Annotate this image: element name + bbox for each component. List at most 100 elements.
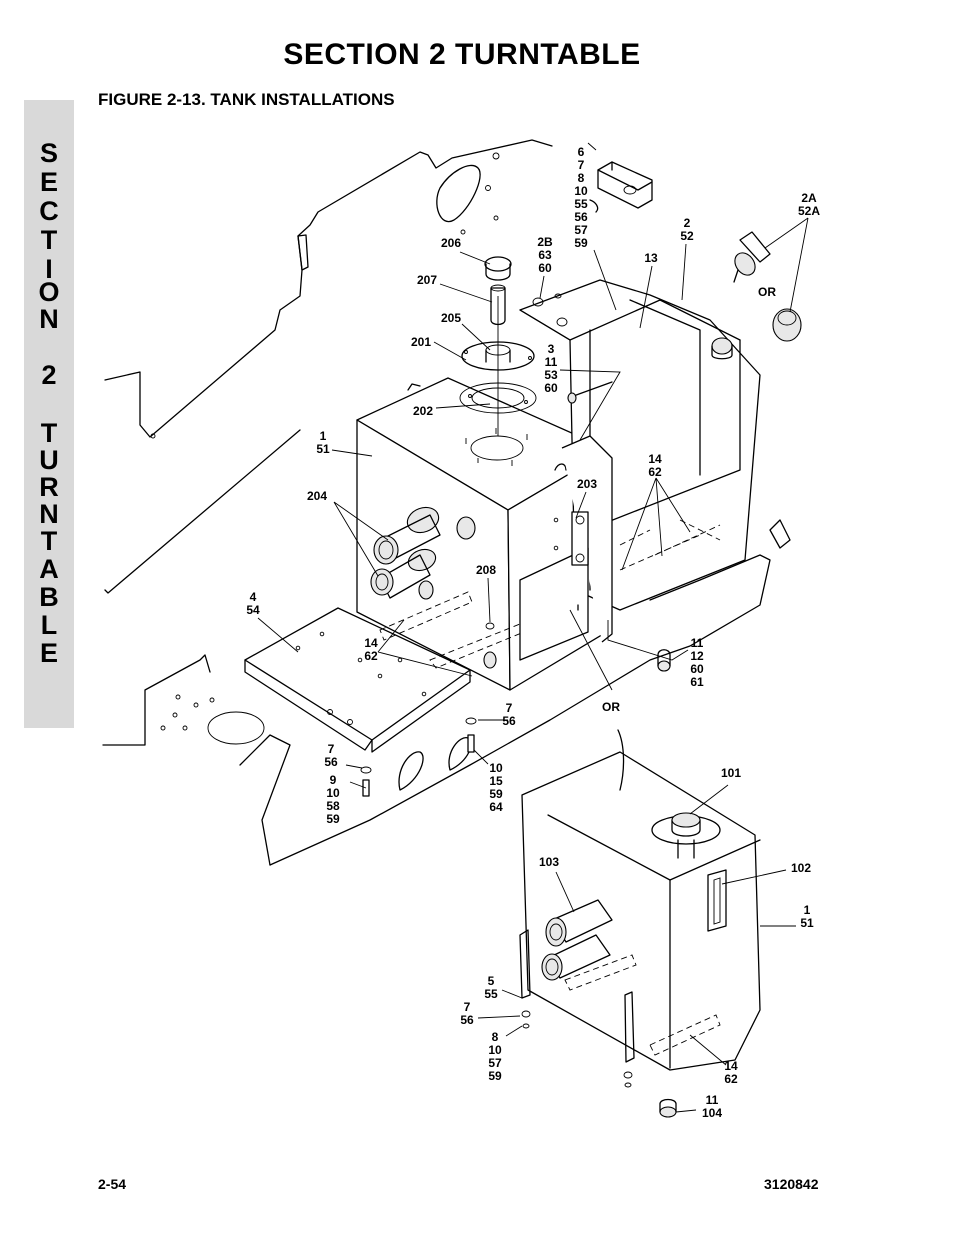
- document-number: 3120842: [764, 1176, 819, 1192]
- callout-7-56-left: 7 56: [318, 743, 344, 769]
- callout-text: 1: [319, 429, 327, 443]
- callout-text: 205: [440, 311, 462, 325]
- callout-text: 1: [803, 903, 811, 917]
- callout-text: 12: [690, 649, 704, 663]
- side-tab-letter: E: [39, 167, 58, 197]
- callout-text: 14: [364, 636, 378, 650]
- callout-text: 60: [690, 662, 704, 676]
- callout-text: 52A: [797, 204, 820, 218]
- callout-1-51-bottom: 1 51: [794, 904, 820, 930]
- side-tab-letter: L: [40, 610, 58, 640]
- callout-203: 203: [572, 478, 602, 491]
- callout-201: 201: [406, 336, 436, 349]
- callout-text: 13: [644, 251, 658, 265]
- callout-leader-lines: [257, 217, 809, 1113]
- callout-text: 7: [463, 1000, 471, 1014]
- callout-text: 11: [690, 636, 704, 650]
- callout-2a-52a: 2A 52A: [792, 192, 826, 218]
- callout-14-62-right: 14 62: [642, 453, 668, 479]
- turntable-side-plate: [104, 139, 597, 594]
- hardware-fittings: [360, 381, 677, 1118]
- callout-text: 62: [724, 1072, 738, 1086]
- side-tab-letter: N: [39, 304, 59, 334]
- section-side-tab: S E C T I O N 2 T U R N T A B L E: [24, 100, 74, 728]
- callout-or-tank: OR: [596, 701, 626, 714]
- callout-text: 204: [306, 489, 328, 503]
- callout-6-59: 6 7 8 10 55 56 57 59: [568, 146, 594, 250]
- callout-text: 3: [547, 342, 555, 356]
- callout-text: 208: [475, 563, 497, 577]
- callout-11-104: 11 104: [696, 1094, 728, 1120]
- callout-text: 59: [326, 812, 340, 826]
- callout-text: 7: [505, 701, 513, 715]
- callout-text: 56: [324, 755, 338, 769]
- callout-206: 206: [436, 237, 466, 250]
- callout-text: 201: [410, 335, 432, 349]
- alternate-hydraulic-tank: [519, 729, 761, 1071]
- callout-text: 202: [412, 404, 434, 418]
- callout-14-62-bottom: 14 62: [718, 1060, 744, 1086]
- callout-or-cap: OR: [752, 286, 782, 299]
- callout-text: 7: [577, 158, 585, 172]
- callout-text: 64: [489, 800, 503, 814]
- callout-text: 60: [544, 381, 558, 395]
- callout-text: OR: [758, 285, 776, 299]
- callout-text: 54: [246, 603, 260, 617]
- callout-text: 56: [460, 1013, 474, 1027]
- callout-text: 104: [701, 1106, 723, 1120]
- callout-text: 14: [648, 452, 662, 466]
- callout-text: 11: [705, 1093, 719, 1107]
- tank-strap-bracket: [589, 161, 653, 213]
- callout-7-56-mid: 7 56: [496, 702, 522, 728]
- callout-207: 207: [412, 274, 442, 287]
- callout-208: 208: [471, 564, 501, 577]
- callout-text: 2: [683, 216, 691, 230]
- callout-text: 101: [720, 766, 742, 780]
- callout-202: 202: [408, 405, 438, 418]
- callout-text: 5: [487, 974, 495, 988]
- callout-2-52: 2 52: [674, 217, 700, 243]
- callout-1-51-top: 1 51: [310, 430, 336, 456]
- callout-text: 10: [488, 1043, 502, 1057]
- side-tab-letter: S: [39, 138, 58, 168]
- side-tab-letter: B: [39, 582, 59, 612]
- callout-text: 10: [574, 184, 588, 198]
- callout-text: OR: [602, 700, 620, 714]
- callout-13: 13: [638, 252, 664, 265]
- side-tab-letter: 2: [41, 360, 57, 390]
- side-tab-letter: R: [39, 472, 59, 502]
- callout-11-61: 11 12 60 61: [684, 637, 710, 689]
- side-tab-letter: T: [40, 418, 58, 448]
- callout-text: 6: [577, 145, 585, 159]
- callout-text: 10: [326, 786, 340, 800]
- callout-204: 204: [302, 490, 332, 503]
- side-tab-letter: O: [38, 277, 60, 307]
- side-tab-letter: C: [39, 196, 59, 226]
- callout-3-60: 3 11 53 60: [538, 343, 564, 395]
- callout-text: 57: [574, 223, 588, 237]
- callout-101: 101: [716, 767, 746, 780]
- side-tab-letter: U: [39, 445, 59, 475]
- filler-cap-assemblies: [733, 231, 802, 342]
- callout-text: 10: [489, 761, 503, 775]
- callout-text: 103: [538, 855, 560, 869]
- callout-text: 8: [577, 171, 585, 185]
- figure-title: FIGURE 2-13. TANK INSTALLATIONS: [98, 90, 395, 109]
- side-tab-letter: N: [39, 499, 59, 529]
- side-tab-letter: E: [39, 638, 58, 668]
- callout-103: 103: [534, 856, 564, 869]
- callout-text: 52: [680, 229, 694, 243]
- callout-text: 11: [544, 355, 558, 369]
- side-tab-letter: I: [45, 254, 53, 284]
- side-tab-letter: T: [40, 225, 58, 255]
- callout-text: 55: [574, 197, 588, 211]
- callout-text: 15: [489, 774, 503, 788]
- tank-strap-and-gauge: [519, 435, 791, 661]
- tank-top-components: [459, 256, 537, 436]
- callout-text: 14: [724, 1059, 738, 1073]
- callout-text: 2B: [537, 235, 553, 249]
- callout-text: 62: [364, 649, 378, 663]
- callout-2b-63-60: 2B 63 60: [532, 236, 558, 275]
- callout-text: 102: [790, 861, 812, 875]
